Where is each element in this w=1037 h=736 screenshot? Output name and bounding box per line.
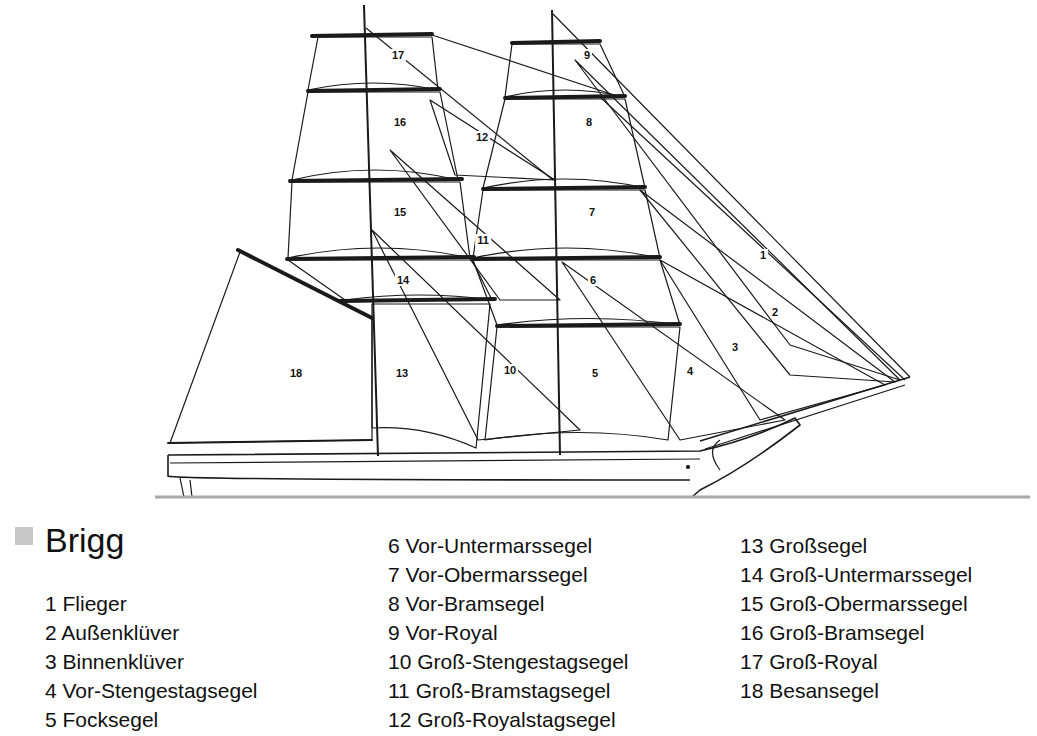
square-sail	[473, 190, 660, 258]
callout-number: 14	[395, 274, 411, 286]
square-sail	[288, 260, 492, 300]
spanker-sail	[170, 252, 372, 443]
callout-number: 4	[685, 365, 695, 377]
callout-number: 18	[288, 367, 304, 379]
legend-entry: 15 Groß-Obermarssegel	[740, 589, 968, 618]
legend-entry: 1 Flieger	[45, 589, 127, 618]
mast	[552, 10, 560, 455]
legend-entry: 7 Vor-Obermarssegel	[388, 560, 588, 589]
legend-entry: 6 Vor-Untermarssegel	[388, 531, 592, 560]
separator-rule	[155, 496, 1030, 499]
callout-number: 11	[475, 234, 491, 246]
title-marker	[15, 527, 33, 545]
callout-number: 10	[502, 364, 518, 376]
legend-entry: 3 Binnenklüver	[45, 647, 184, 676]
hull-dot	[687, 466, 690, 469]
legend-entry: 4 Vor-Stengestagsegel	[45, 676, 257, 705]
callout-number: 3	[730, 341, 740, 353]
yard	[497, 324, 680, 326]
yard	[290, 179, 462, 181]
mast	[364, 5, 378, 456]
yard	[312, 34, 432, 36]
square-sail	[288, 182, 470, 258]
yard	[505, 96, 625, 98]
jib-sail	[562, 262, 785, 440]
callout-number: 17	[390, 49, 406, 61]
jib-sail	[660, 260, 885, 420]
jib-sail	[640, 190, 895, 382]
stay-line	[366, 28, 553, 180]
callout-number: 9	[582, 49, 592, 61]
callout-number: 16	[392, 116, 408, 128]
legend-entry: 2 Außenklüver	[45, 618, 179, 647]
square-sail	[292, 92, 458, 180]
legend-entry: 5 Focksegel	[45, 705, 158, 734]
legend-entry: 16 Groß-Bramsegel	[740, 618, 924, 647]
legend-entry: 8 Vor-Bramsegel	[388, 589, 544, 618]
legend-entry: 13 Großsegel	[740, 531, 867, 560]
callout-number: 7	[587, 206, 597, 218]
boom	[168, 440, 372, 443]
legend-entry: 18 Besansegel	[740, 676, 879, 705]
title: Brigg	[45, 520, 124, 560]
hull	[168, 455, 690, 480]
bowsprit	[705, 385, 905, 449]
callout-number: 6	[588, 274, 598, 286]
jib-sail	[575, 60, 900, 380]
yard	[512, 41, 600, 43]
square-sail	[485, 327, 680, 440]
stay-line	[553, 14, 910, 377]
yard	[340, 299, 495, 301]
square-sail	[308, 37, 438, 90]
hull	[168, 418, 800, 497]
legend-entry: 17 Groß-Royal	[740, 647, 878, 676]
callout-number: 8	[584, 116, 594, 128]
square-sail	[372, 304, 490, 448]
staysail	[430, 100, 555, 180]
legend-entry: 12 Groß-Royalstagsegel	[388, 705, 616, 734]
hull	[170, 459, 700, 463]
callout-number: 15	[392, 206, 408, 218]
callout-number: 5	[590, 367, 600, 379]
legend-entry: 10 Groß-Stengestagsegel	[388, 647, 628, 676]
yard	[287, 257, 474, 259]
square-sail	[505, 44, 625, 97]
callout-number: 13	[394, 367, 410, 379]
callout-number: 1	[758, 249, 768, 261]
stay-line	[600, 97, 905, 380]
legend-entry: 9 Vor-Royal	[388, 618, 498, 647]
legend-entry: 14 Groß-Untermarssegel	[740, 560, 972, 589]
callout-number: 12	[474, 131, 490, 143]
legend-entry: 11 Groß-Bramstagsegel	[388, 676, 611, 705]
bowsprit	[700, 377, 910, 441]
yard	[308, 89, 440, 91]
square-sail	[483, 99, 645, 188]
gaff	[238, 250, 372, 318]
staysail	[372, 230, 580, 440]
callout-number: 2	[770, 306, 780, 318]
yard	[483, 187, 645, 189]
yard	[473, 257, 660, 259]
rudder	[180, 478, 192, 497]
square-sail	[473, 260, 680, 325]
